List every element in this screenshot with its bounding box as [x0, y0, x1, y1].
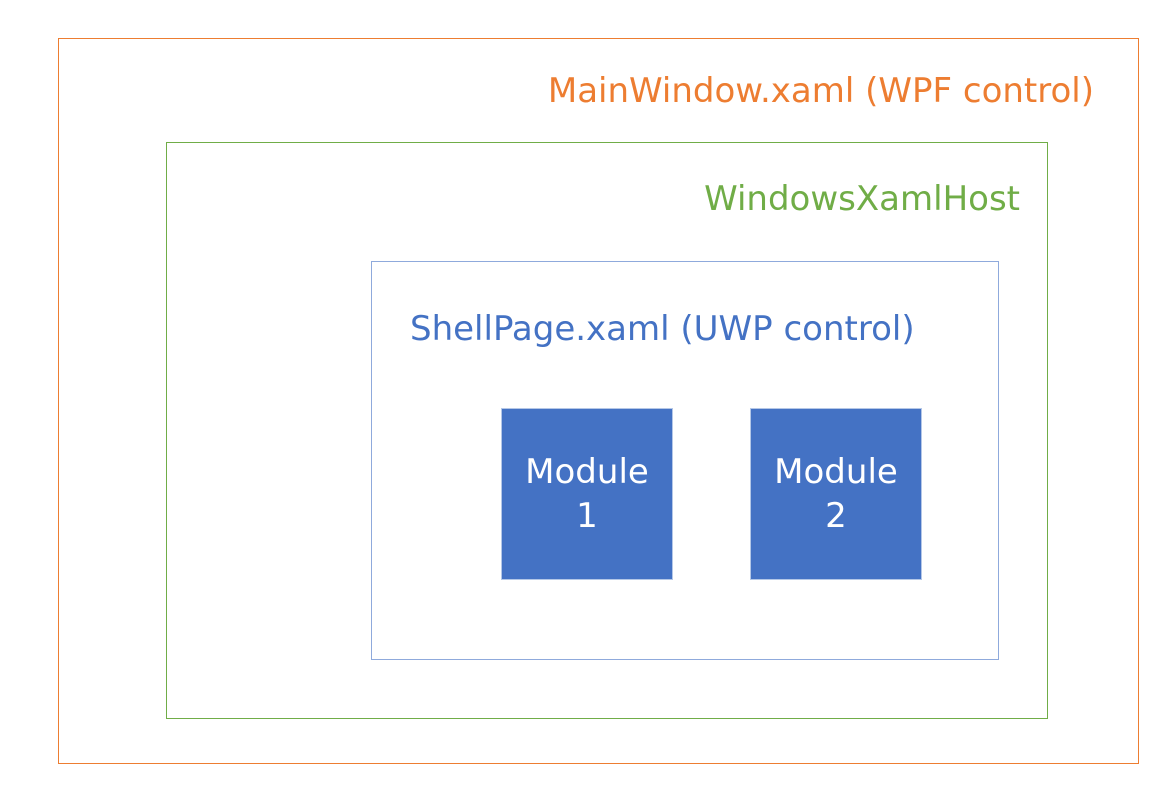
shell-page-box — [371, 261, 999, 660]
main-window-box — [58, 38, 1139, 764]
module-1-number: 1 — [576, 496, 598, 536]
module-2-label: Module — [774, 451, 898, 492]
windows-xaml-host-label: WindowsXamlHost — [704, 179, 1020, 219]
module-1-box: Module 1 — [501, 408, 673, 580]
shell-page-label: ShellPage.xaml (UWP control) — [410, 309, 915, 349]
windows-xaml-host-box — [166, 142, 1048, 719]
module-1-label: Module — [525, 451, 649, 492]
main-window-label: MainWindow.xaml (WPF control) — [547, 71, 1094, 111]
module-2-box: Module 2 — [750, 408, 922, 580]
module-2-number: 2 — [825, 496, 847, 536]
